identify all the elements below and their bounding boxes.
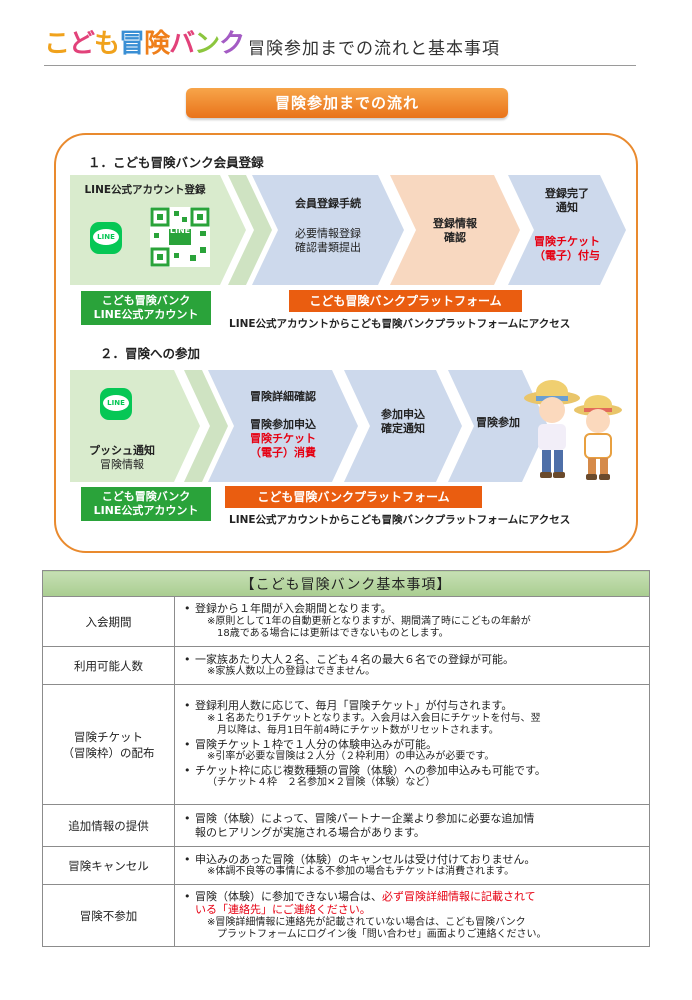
section-label: 冒険参加までの流れ (186, 88, 508, 118)
chevron-arrow-icon (184, 370, 228, 482)
page-header: こども冒険バンク 冒険参加までの流れと基本事項 (44, 28, 636, 66)
qr-code-icon (150, 207, 210, 267)
logo-char: ン (194, 29, 220, 59)
platform-badge: こども冒険バンクプラットフォーム (289, 290, 522, 312)
table-row: 追加情報の提供 冒険（体験）によって、冒険パートナー企業より参加に必要な追加情 … (42, 804, 650, 847)
row-label: 追加情報の提供 (42, 804, 175, 847)
row-content: 申込みのあった冒険（体験）のキャンセルは受け付けておりません。 ※体調不良等の事… (174, 846, 650, 885)
basic-info-table: 【こども冒険バンク基本事項】 入会期間 登録から１年間が入会期間となります。 ※… (42, 570, 650, 947)
logo-char: ど (69, 29, 95, 59)
step2-line-block: プッシュ通知 冒険情報 (70, 370, 200, 482)
complete-label: 登録完了 (545, 187, 589, 200)
ticket-consume-label-2: （電子）消費 (250, 446, 316, 459)
page-title: 冒険参加までの流れと基本事項 (248, 39, 500, 59)
flow-frame (54, 133, 638, 553)
row-content: 冒険（体験）に参加できない場合は、必ず冒険詳細情報に記載されて いる「連絡先」に… (174, 884, 650, 947)
row-content: 登録利用人数に応じて、毎月「冒険チケット」が付与されます。 ※１名あたり1チケッ… (174, 684, 650, 805)
step2-title: ２．冒険への参加 (100, 346, 201, 361)
member-info-label: 必要情報登録 (295, 227, 361, 240)
step1-member-block: 会員登録手続 必要情報登録 確認書類提出 (252, 175, 404, 285)
kids-illustration (524, 380, 622, 480)
step1-complete-block: 登録完了 通知 冒険チケット （電子）付与 (508, 175, 626, 285)
member-registration-label: 会員登録手続 (295, 197, 361, 210)
line-registration-label: LINE公式アカウント登録 (84, 184, 206, 196)
qr-line-label: LINE (169, 226, 191, 235)
table-heading: 【こども冒険バンク基本事項】 (42, 570, 650, 597)
ticket-consume-label: 冒険チケット (250, 432, 316, 445)
detail-confirm-label: 冒険詳細確認 (250, 390, 316, 403)
row-label: 入会期間 (42, 596, 175, 647)
ticket-grant-label-2: （電子）付与 (534, 249, 600, 262)
row-label: 冒険チケット （冒険枠）の配布 (42, 684, 175, 805)
row-label: 冒険キャンセル (42, 846, 175, 885)
table-row: 冒険キャンセル 申込みのあった冒険（体験）のキャンセルは受け付けておりません。 … (42, 846, 650, 885)
line-app-icon: LINE (100, 388, 132, 420)
step2-detail-block: 冒険詳細確認 冒険参加申込 冒険チケット （電子）消費 (208, 370, 358, 482)
table-row: 冒険不参加 冒険（体験）に参加できない場合は、必ず冒険詳細情報に記載されて いる… (42, 884, 650, 947)
logo-char: こ (44, 29, 70, 59)
complete-label-2: 通知 (556, 201, 578, 214)
ticket-grant-label: 冒険チケット (534, 235, 600, 248)
logo-char: も (94, 29, 120, 59)
step2-join-block: 冒険参加 (448, 370, 548, 482)
logo: こども冒険バンク (44, 28, 245, 60)
line-app-icon: LINE (90, 222, 122, 254)
step1-confirm-block: 登録情報 確認 (390, 175, 520, 285)
platform-badge: こども冒険バンクプラットフォーム (225, 486, 482, 508)
row-content: 登録から１年間が入会期間となります。 ※原則として1年の自動更新となりますが、期… (174, 596, 650, 647)
step1-title: １．こども冒険バンク会員登録 (88, 155, 264, 170)
apply-label: 冒険参加申込 (250, 418, 316, 431)
table-row: 冒険チケット （冒険枠）の配布 登録利用人数に応じて、毎月「冒険チケット」が付与… (42, 684, 650, 805)
logo-char: 険 (144, 29, 170, 59)
table-row: 利用可能人数 一家族あたり大人２名、こども４名の最大６名での登録が可能。 ※家族… (42, 646, 650, 685)
adventure-info-label: 冒険情報 (100, 458, 144, 471)
table-row: 入会期間 登録から１年間が入会期間となります。 ※原則として1年の自動更新となり… (42, 596, 650, 647)
row-label: 冒険不参加 (42, 884, 175, 947)
row-content: 一家族あたり大人２名、こども４名の最大６名での登録が可能。 ※家族人数以上の登録… (174, 646, 650, 685)
apply-confirm-label-2: 確定通知 (381, 422, 425, 435)
confirm-label-2: 確認 (444, 231, 466, 244)
apply-confirm-label: 参加申込 (381, 408, 425, 421)
push-notify-label: プッシュ通知 (89, 444, 155, 457)
confirm-label: 登録情報 (433, 217, 477, 230)
logo-char: バ (169, 29, 195, 59)
chevron-arrow-icon (228, 175, 272, 285)
member-docs-label: 確認書類提出 (295, 241, 361, 254)
row-label: 利用可能人数 (42, 646, 175, 685)
row-content: 冒険（体験）によって、冒険パートナー企業より参加に必要な追加情 報のヒアリングが… (174, 804, 650, 847)
access-note: LINE公式アカウントからこども冒険バンクプラットフォームにアクセス (229, 514, 571, 526)
logo-char: 冒 (119, 29, 145, 59)
access-note: LINE公式アカウントからこども冒険バンクプラットフォームにアクセス (229, 318, 571, 330)
step2-apply-block: 参加申込 確定通知 (344, 370, 462, 482)
join-label: 冒険参加 (476, 416, 520, 429)
logo-char: ク (219, 29, 245, 59)
